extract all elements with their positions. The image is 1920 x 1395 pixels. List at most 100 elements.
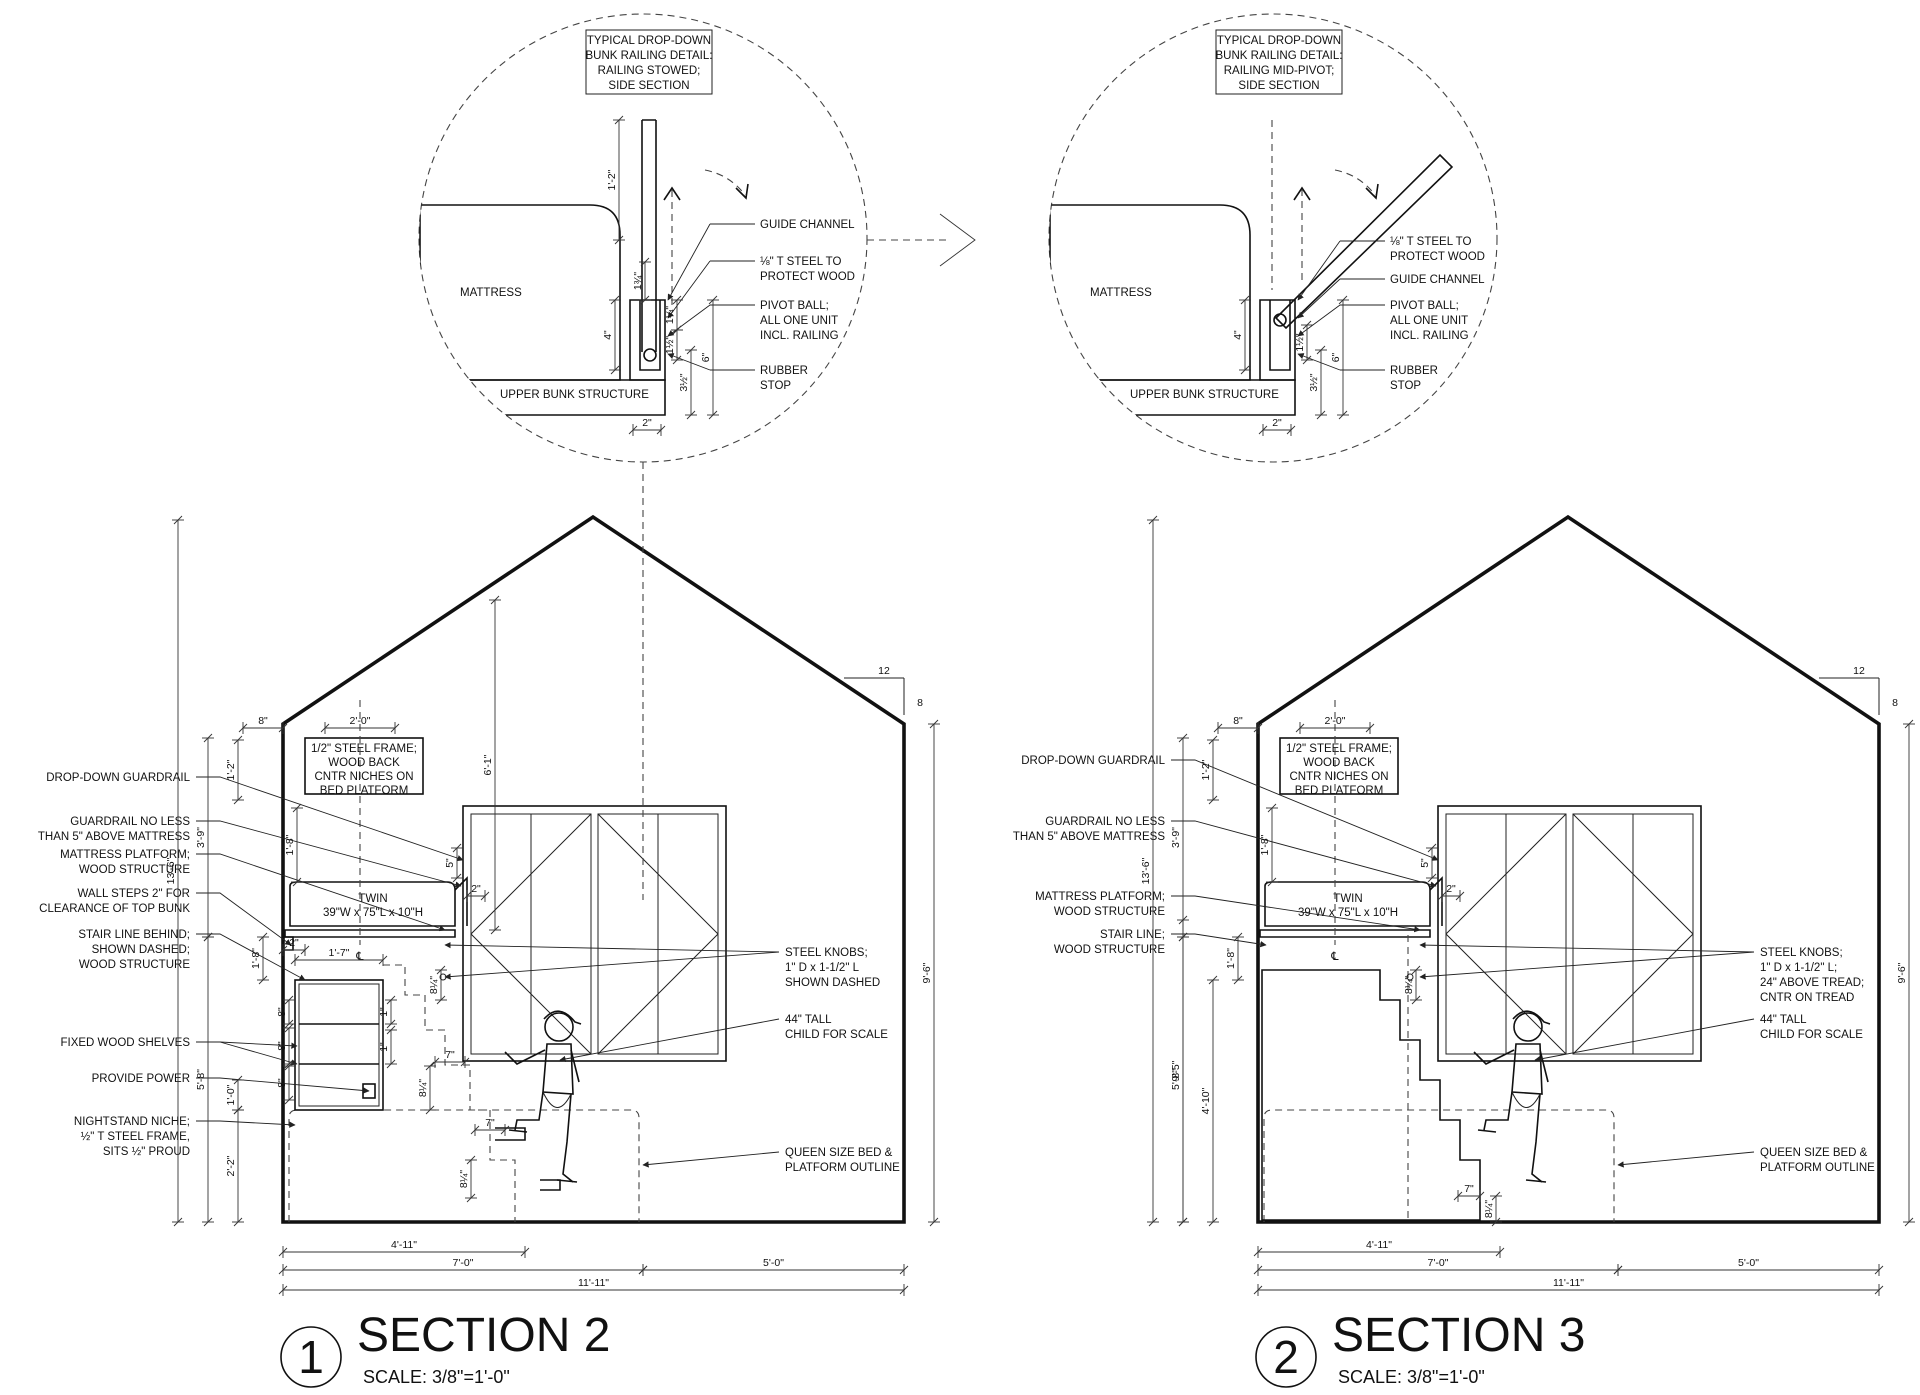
- window: [1437, 805, 1702, 1062]
- label-niche: NIGHTSTAND NICHE;: [74, 1116, 190, 1128]
- dim-top-8-text: 8": [1233, 715, 1243, 727]
- stair-tread: [495, 1127, 526, 1141]
- dim-12-text: 1'-2": [225, 759, 237, 780]
- dim-step-b-tick: [386, 1059, 396, 1069]
- child-arm: [1539, 1049, 1549, 1083]
- leader-mattress-platform: [196, 853, 446, 932]
- steel-knob: [1406, 973, 1414, 981]
- window-swing-right: [1572, 813, 1694, 1055]
- child-leg-raised: [1483, 1091, 1513, 1131]
- section-number-circle: [280, 1326, 342, 1388]
- dim-rise-8b-text: 8¼": [458, 1170, 470, 1189]
- mattress-label: MATTRESS: [1090, 287, 1152, 299]
- dim-top-20-text: 2'-0": [350, 715, 371, 727]
- label-niche: ½" T STEEL FRAME,: [81, 1131, 190, 1143]
- detail-callout-arrow: [667, 304, 711, 337]
- detail-dim-35-text: 3½": [678, 373, 690, 392]
- detail-title-line: RAILING MID-PIVOT;: [1224, 65, 1335, 77]
- detail-boundary-circle: [1048, 13, 1498, 463]
- side-rail-block: [629, 299, 666, 381]
- frame-note: WOOD BACK: [328, 757, 400, 769]
- detail-title-line: BUNK RAILING DETAIL:: [586, 50, 713, 62]
- dim-gap-5-tick: [1427, 843, 1437, 853]
- dim-rise-7-text: 7": [1464, 1183, 1474, 1195]
- frame-note: 1/2" STEEL FRAME;: [1286, 743, 1392, 755]
- detail-dim-4-tick: [1240, 295, 1250, 305]
- right-label-queen: PLATFORM OUTLINE: [1760, 1162, 1875, 1174]
- detail-dim-width-tick: [656, 425, 666, 435]
- label-stair-line: SHOWN DASHED;: [92, 944, 190, 956]
- detail-callout-guide: GUIDE CHANNEL: [1390, 274, 1485, 286]
- detail-callout-tsteel: PROTECT WOOD: [1390, 251, 1485, 263]
- dim-total-height-tick: [173, 515, 183, 525]
- dim-shelf-c-tick: [284, 1095, 294, 1105]
- child-foot-raised: [508, 1129, 528, 1133]
- right-leader-queen: [1617, 1151, 1755, 1168]
- house-outline: [281, 514, 906, 1224]
- frame-note: BED PLATFORM: [320, 785, 409, 797]
- detail-callout-arrow: [1297, 353, 1341, 371]
- child-leg-raised: [514, 1091, 544, 1131]
- upper-bunk-structure-label: UPPER BUNK STRUCTURE: [500, 389, 649, 401]
- dimensions: 4'-11"7'-0"5'-0"11'-11"8"2'-0"13'-6"3'-9…: [1140, 515, 1915, 1296]
- queen-bed-outline: [1263, 1109, 1615, 1222]
- dim-95-tick: [1178, 1217, 1188, 1227]
- upper-bunk-structure-label: UPPER BUNK STRUCTURE: [1130, 389, 1279, 401]
- dim-18-lower-tick: [258, 932, 268, 942]
- dim-22-tick: [233, 1105, 243, 1115]
- dim-top-8-tick: [238, 723, 248, 733]
- dashed-stair-line: [383, 964, 516, 1222]
- dim-18-lower-text: 1'-8": [1225, 948, 1237, 969]
- dim-shelf-b-text: 8": [276, 1041, 288, 1051]
- frame-note: CNTR NICHES ON: [1289, 771, 1388, 783]
- right-leader-child: [1534, 1018, 1755, 1063]
- dim-17-tick: [378, 955, 388, 965]
- dim-17-tick: [290, 955, 300, 965]
- center-line-symbol: ℄: [1330, 951, 1339, 963]
- dim-bottom-50-text: 5'-0": [763, 1257, 784, 1269]
- detail-dim-width-text: 2": [1272, 417, 1282, 429]
- rotate-arrow: [735, 183, 749, 200]
- detail-dim-b-tick: [672, 325, 682, 335]
- bed-label: TWIN: [358, 893, 387, 905]
- child-cap: [543, 1010, 582, 1025]
- dim-bottom-50-tick: [1874, 1265, 1884, 1275]
- dim-total-height-tick: [1148, 1217, 1158, 1227]
- frame-note: WOOD BACK: [1303, 757, 1375, 769]
- dim-bottom-1111-text: 11'-11": [1553, 1277, 1584, 1289]
- right-label-child: CHILD FOR SCALE: [785, 1029, 888, 1041]
- label-niche: SITS ½" PROUD: [103, 1146, 190, 1158]
- dim-17-text: 1'-7": [329, 947, 350, 959]
- child-arm-up: [1473, 1049, 1515, 1065]
- section-title: SECTION 3: [1332, 1309, 1585, 1362]
- dim-2-tick: [278, 945, 288, 955]
- detail-dim-b-tick: [672, 355, 682, 365]
- pitch-run-label: 12: [878, 665, 890, 677]
- title-block: 2 SECTION 3 SCALE: 3/8"=1'-0": [1255, 1309, 1585, 1388]
- right-label-knobs: STEEL KNOBS;: [785, 947, 868, 959]
- right-label-queen: QUEEN SIZE BED &: [785, 1147, 893, 1159]
- leader-guardrail-no-less: [1171, 820, 1437, 888]
- mattress-label: MATTRESS: [460, 287, 522, 299]
- dim-gap-2-tick: [1455, 891, 1465, 901]
- right-label-queen: PLATFORM OUTLINE: [785, 1162, 900, 1174]
- side-rail-block: [1259, 299, 1296, 381]
- label-mattress-platform: WOOD STRUCTURE: [1054, 906, 1165, 918]
- dim-bottom-50-tick: [899, 1265, 909, 1275]
- dim-bottom-50-tick: [638, 1265, 648, 1275]
- dim-61-tick: [490, 595, 500, 605]
- dim-bottom-411-tick: [520, 1247, 530, 1257]
- section-scale: SCALE: 3/8"=1'-0": [1338, 1367, 1485, 1387]
- pitch-run-label: 12: [1853, 665, 1865, 677]
- dim-12-tick: [1208, 735, 1218, 745]
- detail-callout-rubber: STOP: [1390, 380, 1421, 392]
- detail-dim-a-text: 1¼": [664, 306, 676, 325]
- section-number: 2: [1273, 1331, 1299, 1383]
- dim-rise-8a-tick: [425, 1061, 435, 1071]
- detail-dim-width-text: 2": [642, 417, 652, 429]
